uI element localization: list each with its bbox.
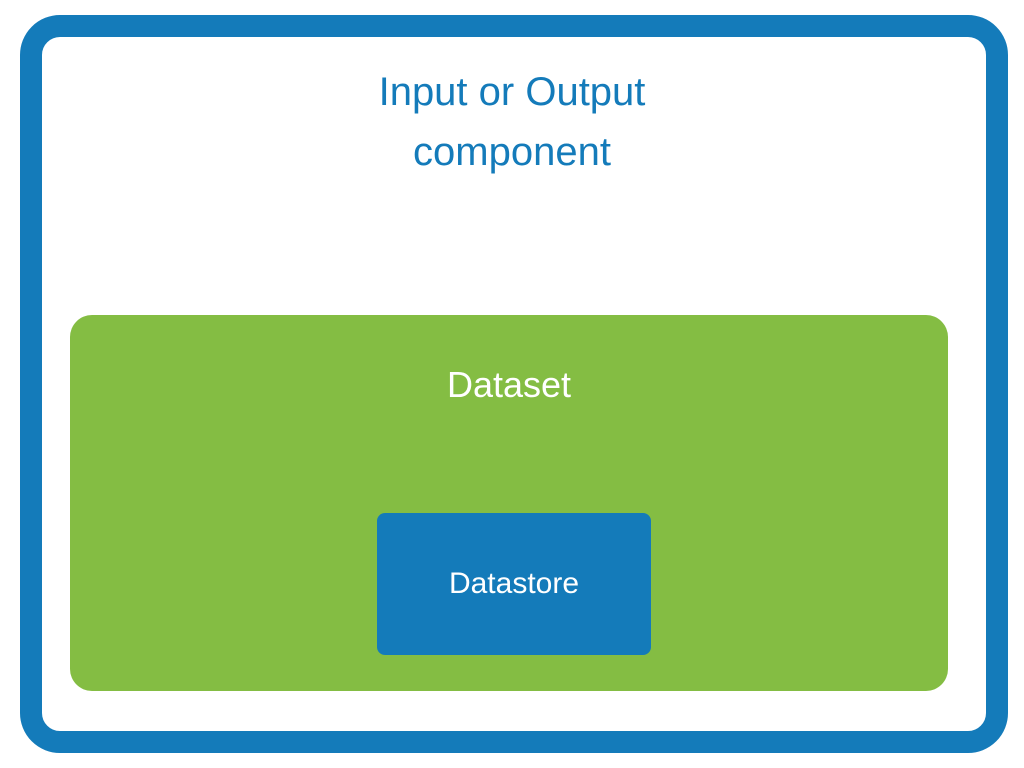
component-title-line1: Input or Output — [378, 70, 646, 114]
component-title: Input or Output component — [0, 62, 1024, 182]
dataset-label: Dataset — [446, 364, 572, 405]
component-title-line2: component — [413, 130, 611, 174]
datastore-box: Datastore — [377, 513, 651, 655]
datastore-label: Datastore — [448, 567, 580, 600]
